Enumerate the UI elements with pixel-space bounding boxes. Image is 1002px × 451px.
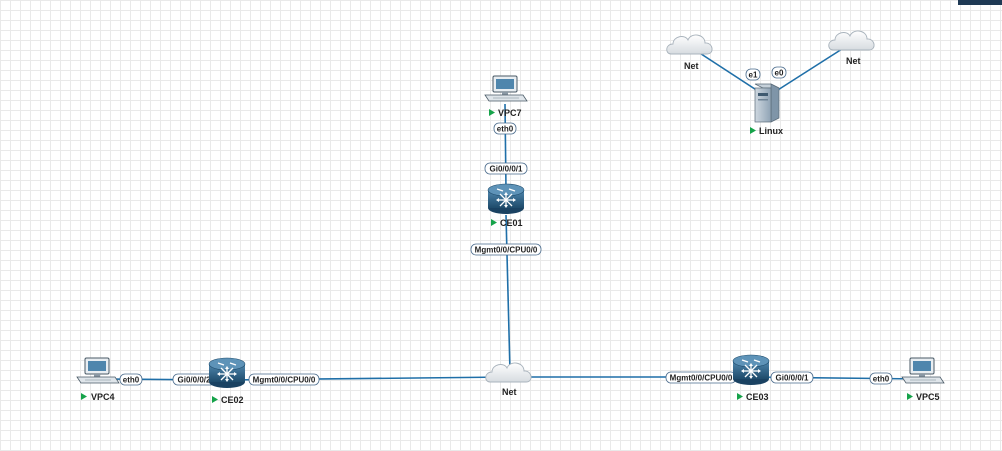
link-vpc7-ce01[interactable] xyxy=(504,103,507,191)
node-label: VPC4 xyxy=(91,392,115,402)
router-icon xyxy=(732,354,770,386)
link-linux-net-e0[interactable] xyxy=(769,41,854,96)
svg-text:Gi0/0/0/1: Gi0/0/0/1 xyxy=(490,165,523,174)
node-label: Net xyxy=(846,56,861,66)
port-ce01-mgmt[interactable]: Mgmt0/0/CPU0/0 xyxy=(470,243,542,256)
svg-text:Mgmt0/0/CPU0/0: Mgmt0/0/CPU0/0 xyxy=(253,376,316,385)
svg-text:Gi0/0/0/2: Gi0/0/0/2 xyxy=(178,376,211,385)
node-label: VPC5 xyxy=(916,392,940,402)
svg-text:Mgmt0/0/CPU0/0: Mgmt0/0/CPU0/0 xyxy=(475,246,538,255)
running-icon xyxy=(907,393,913,400)
cloud-icon xyxy=(485,362,532,383)
node-net-top-right[interactable]: Net xyxy=(828,30,875,66)
node-linux[interactable]: Linux xyxy=(750,83,783,136)
svg-text:Mgmt0/0/CPU0/0: Mgmt0/0/CPU0/0 xyxy=(670,374,733,383)
running-icon xyxy=(81,393,87,400)
node-ce03[interactable]: CE03 xyxy=(732,354,770,402)
port-linux-e1[interactable]: e1 xyxy=(745,68,761,81)
port-linux-e0[interactable]: e0 xyxy=(771,66,787,79)
port-ce03-mgmt[interactable]: Mgmt0/0/CPU0/0 xyxy=(665,371,737,384)
node-label: CE01 xyxy=(500,218,523,228)
server-icon xyxy=(754,83,780,123)
svg-text:Gi0/0/0/1: Gi0/0/0/1 xyxy=(776,374,809,383)
node-vpc5[interactable]: VPC5 xyxy=(901,357,945,402)
running-icon xyxy=(491,219,497,226)
svg-text:eth0: eth0 xyxy=(123,376,140,385)
pc-icon xyxy=(76,357,120,384)
running-icon xyxy=(750,127,756,134)
pc-icon xyxy=(901,357,945,384)
link-net-linux-e1[interactable] xyxy=(691,47,765,96)
port-vpc4-eth0[interactable]: eth0 xyxy=(119,373,143,386)
link-ce01-net[interactable] xyxy=(505,214,511,373)
toolbar-corner-tab[interactable] xyxy=(958,0,1002,5)
router-icon xyxy=(487,183,525,215)
node-net-top-left[interactable]: Net xyxy=(666,34,713,71)
node-net-center[interactable]: Net xyxy=(485,362,532,397)
port-ce02-mgmt[interactable]: Mgmt0/0/CPU0/0 xyxy=(248,373,320,386)
pc-icon xyxy=(484,75,528,102)
node-label: Net xyxy=(502,387,517,397)
port-vpc7-eth0[interactable]: eth0 xyxy=(493,122,517,135)
port-ce02-gi002[interactable]: Gi0/0/0/2 xyxy=(172,373,216,386)
node-ce01[interactable]: CE01 xyxy=(487,183,525,228)
svg-text:eth0: eth0 xyxy=(497,125,514,134)
node-label: Linux xyxy=(759,126,783,136)
node-label: CE03 xyxy=(746,392,769,402)
node-label: Net xyxy=(684,61,699,71)
port-ce03-gi001[interactable]: Gi0/0/0/1 xyxy=(770,371,814,384)
router-icon xyxy=(208,357,246,389)
running-icon xyxy=(489,109,495,116)
node-label: VPC7 xyxy=(498,108,522,118)
port-ce01-gi001[interactable]: Gi0/0/0/1 xyxy=(484,162,528,175)
svg-text:e1: e1 xyxy=(749,71,758,80)
svg-text:e0: e0 xyxy=(775,69,784,78)
node-label: CE02 xyxy=(221,395,244,405)
running-icon xyxy=(737,393,743,400)
svg-text:eth0: eth0 xyxy=(873,375,890,384)
port-vpc5-eth0[interactable]: eth0 xyxy=(869,372,893,385)
cloud-icon xyxy=(828,30,875,51)
node-vpc4[interactable]: VPC4 xyxy=(76,357,120,402)
cloud-icon xyxy=(666,34,713,55)
node-vpc7[interactable]: VPC7 xyxy=(484,75,528,118)
node-ce02[interactable]: CE02 xyxy=(208,357,246,405)
running-icon xyxy=(212,396,218,403)
